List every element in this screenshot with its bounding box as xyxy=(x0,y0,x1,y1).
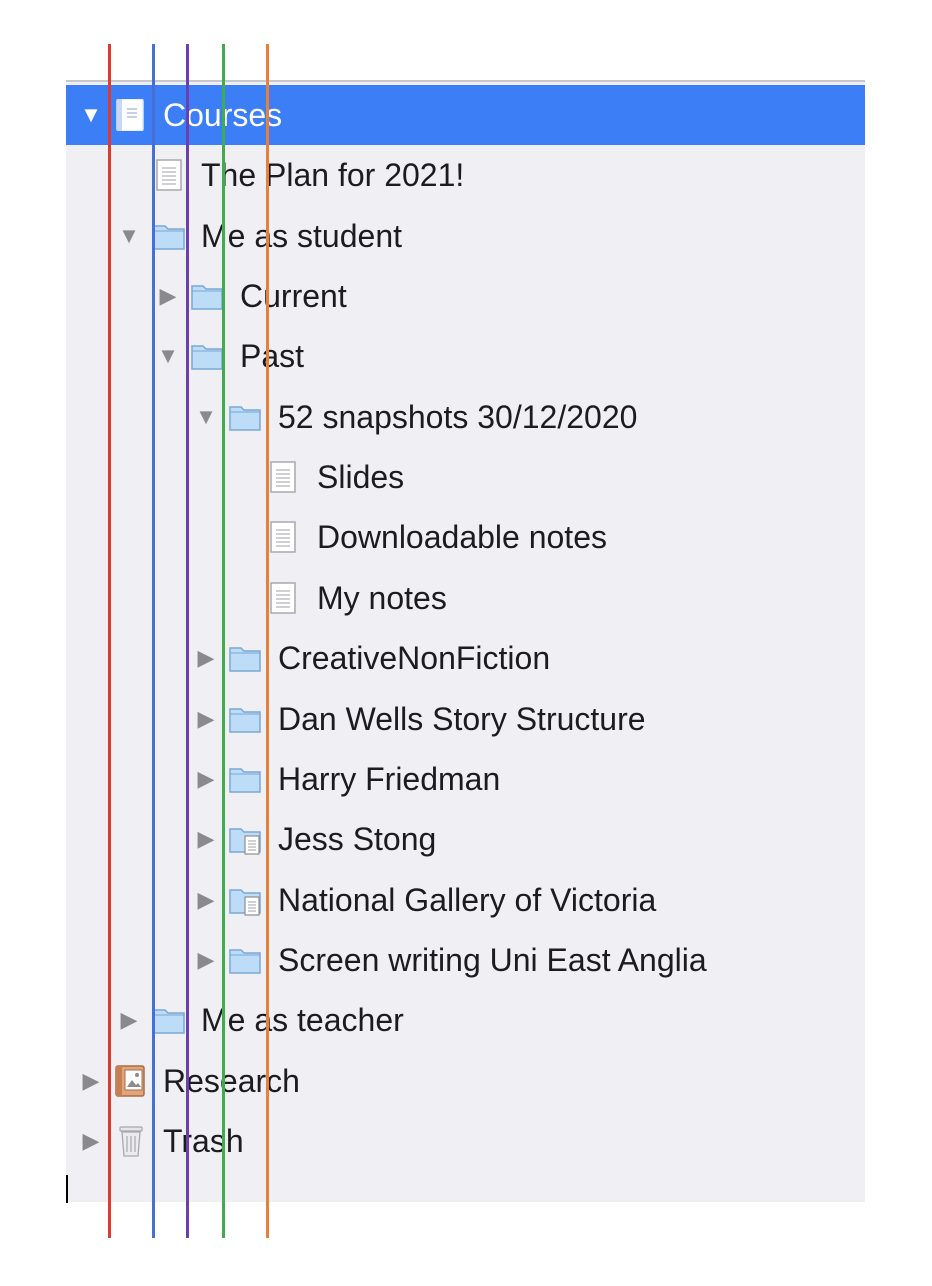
folder-icon xyxy=(190,340,224,372)
disclosure-triangle-collapsed-icon[interactable]: ▶ xyxy=(82,1128,100,1153)
disclosure-triangle-collapsed-icon[interactable]: ▶ xyxy=(197,766,215,791)
folder-icon xyxy=(228,703,262,735)
folder-icon xyxy=(228,763,262,795)
binder-row-creativenonfiction[interactable]: ▶ CreativeNonFiction xyxy=(66,628,865,688)
document-icon xyxy=(266,582,300,614)
text-cursor xyxy=(66,1175,68,1203)
binder-row-me-as-teacher[interactable]: ▶ Me as teacher xyxy=(66,990,865,1050)
binder-row-trash[interactable]: ▶ Trash xyxy=(66,1111,865,1171)
guide-line-orange xyxy=(266,44,269,1238)
binder-row-label: CreativeNonFiction xyxy=(278,640,551,676)
folder-icon xyxy=(228,642,262,674)
document-icon xyxy=(266,461,300,493)
binder-outline[interactable]: ▼ Courses The Plan for 2021! ▼ Me as stu… xyxy=(66,80,865,1202)
folder-document-icon xyxy=(228,823,262,855)
binder-row-downloadable-notes[interactable]: Downloadable notes xyxy=(66,507,865,567)
binder-row-label: Dan Wells Story Structure xyxy=(278,701,646,737)
guide-line-purple xyxy=(186,44,189,1238)
binder-row-screen-writing-uni-east-anglia[interactable]: ▶ Screen writing Uni East Anglia xyxy=(66,930,865,990)
binder-row-label: Past xyxy=(240,338,305,374)
disclosure-triangle-collapsed-icon[interactable]: ▶ xyxy=(197,706,215,731)
binder-row-national-gallery-of-victoria[interactable]: ▶ National Gallery of Victoria xyxy=(66,870,865,930)
binder-row-harry-friedman[interactable]: ▶ Harry Friedman xyxy=(66,749,865,809)
disclosure-triangle-collapsed-icon[interactable]: ▶ xyxy=(82,1068,100,1093)
disclosure-triangle-collapsed-icon[interactable]: ▶ xyxy=(159,283,177,308)
guide-line-red xyxy=(108,44,111,1238)
binder-row-label: Harry Friedman xyxy=(278,761,501,797)
research-icon xyxy=(114,1065,148,1097)
disclosure-triangle-expanded-icon[interactable]: ▼ xyxy=(195,404,217,429)
disclosure-triangle-collapsed-icon[interactable]: ▶ xyxy=(197,645,215,670)
folder-document-icon xyxy=(228,884,262,916)
binder-row-label: Screen writing Uni East Anglia xyxy=(278,942,707,978)
folder-icon xyxy=(228,944,262,976)
guide-line-green xyxy=(222,44,225,1238)
document-icon xyxy=(266,521,300,553)
binder-row-label: Research xyxy=(163,1063,300,1099)
binder-row-label: Current xyxy=(240,278,347,314)
disclosure-triangle-collapsed-icon[interactable]: ▶ xyxy=(197,887,215,912)
binder-row-me-as-student[interactable]: ▼ Me as student xyxy=(66,206,865,266)
binder-row-label: Downloadable notes xyxy=(317,519,607,555)
disclosure-triangle-collapsed-icon[interactable]: ▶ xyxy=(197,947,215,972)
binder-row-label: Trash xyxy=(163,1123,244,1159)
disclosure-triangle-collapsed-icon[interactable]: ▶ xyxy=(120,1007,138,1032)
binder-row-label: Jess Stong xyxy=(278,821,437,857)
binder-row-slides[interactable]: Slides xyxy=(66,447,865,507)
trash-icon xyxy=(114,1125,148,1157)
binder-row-label: 52 snapshots 30/12/2020 xyxy=(278,399,638,435)
folder-icon xyxy=(190,280,224,312)
binder-text-icon xyxy=(114,99,148,131)
binder-row-52-snapshots[interactable]: ▼ 52 snapshots 30/12/2020 xyxy=(66,387,865,447)
binder-row-label: Me as teacher xyxy=(201,1002,404,1038)
guide-line-blue xyxy=(152,44,155,1238)
binder-row-past[interactable]: ▼ Past xyxy=(66,326,865,386)
folder-icon xyxy=(152,1004,186,1036)
binder-row-jess-stong[interactable]: ▶ Jess Stong xyxy=(66,809,865,869)
disclosure-triangle-expanded-icon[interactable]: ▼ xyxy=(80,102,102,127)
binder-row-label: National Gallery of Victoria xyxy=(278,882,657,918)
disclosure-triangle-collapsed-icon[interactable]: ▶ xyxy=(197,826,215,851)
disclosure-triangle-expanded-icon[interactable]: ▼ xyxy=(118,223,140,248)
binder-row-the-plan-for-2021[interactable]: The Plan for 2021! xyxy=(66,145,865,205)
binder-row-label: My notes xyxy=(317,580,447,616)
folder-icon xyxy=(152,220,186,252)
document-icon xyxy=(152,159,186,191)
binder-row-courses[interactable]: ▼ Courses xyxy=(66,85,865,145)
binder-row-label: The Plan for 2021! xyxy=(201,157,465,193)
disclosure-triangle-expanded-icon[interactable]: ▼ xyxy=(157,343,179,368)
binder-row-dan-wells-story-structure[interactable]: ▶ Dan Wells Story Structure xyxy=(66,689,865,749)
binder-row-my-notes[interactable]: My notes xyxy=(66,568,865,628)
binder-row-label: Slides xyxy=(317,459,405,495)
binder-row-label: Me as student xyxy=(201,218,402,254)
folder-icon xyxy=(228,401,262,433)
binder-row-research[interactable]: ▶ Research xyxy=(66,1051,865,1111)
